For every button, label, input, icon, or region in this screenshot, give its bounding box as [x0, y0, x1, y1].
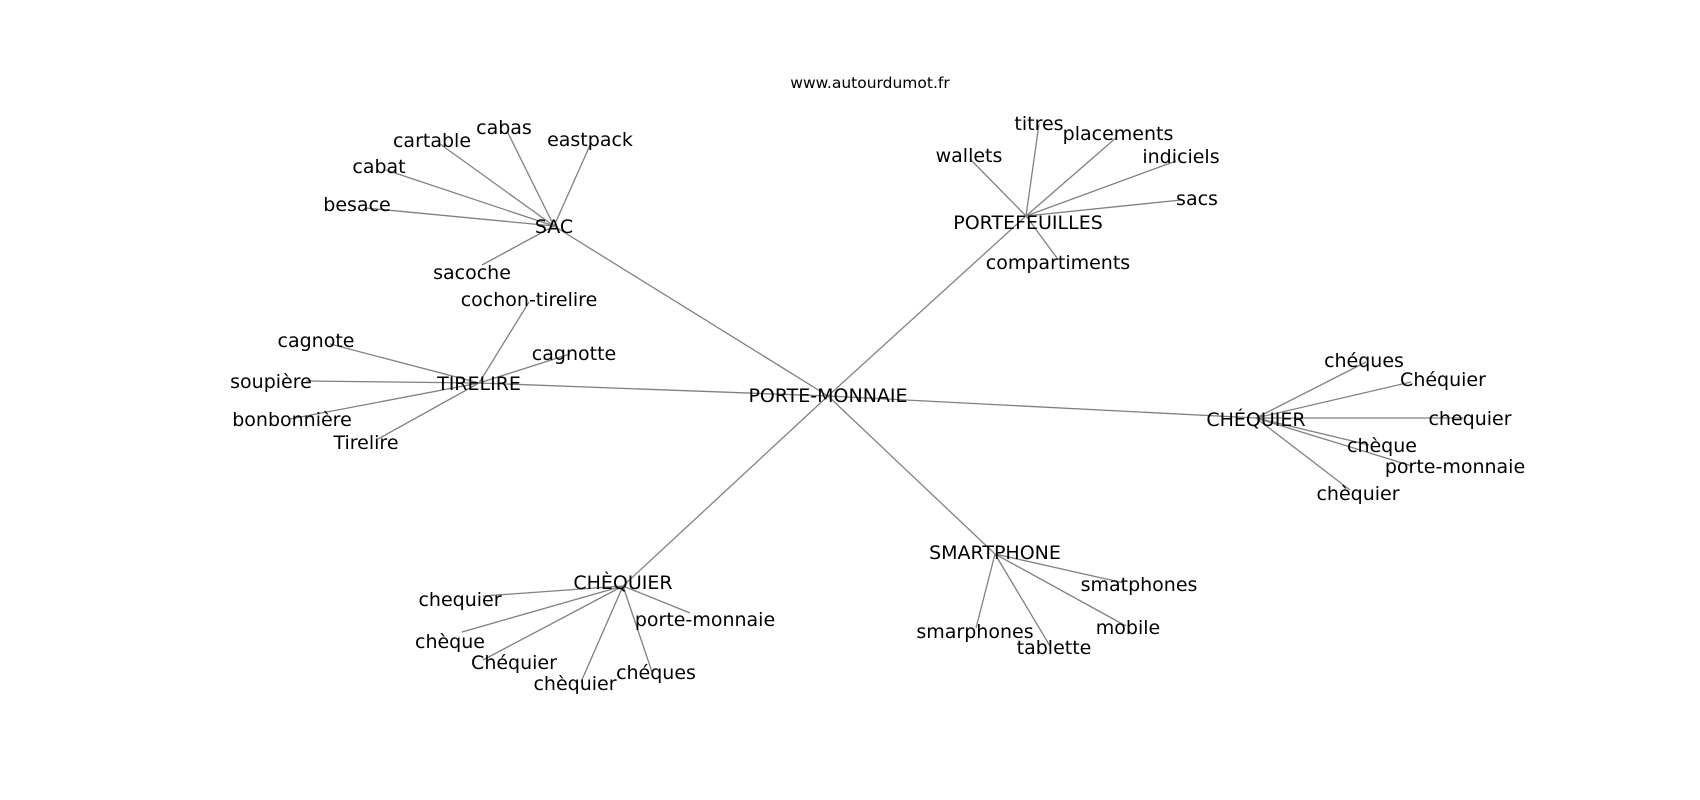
- edge-hub-to-leaf: [1255, 417, 1413, 467]
- edge-hub-to-leaf: [994, 553, 1127, 627]
- leaf-node-label: cagnote: [278, 330, 355, 352]
- hub-node-label: SMARTPHONE: [929, 542, 1061, 564]
- leaf-node-label: titres: [1014, 113, 1063, 135]
- leaf-node-label: eastpack: [547, 129, 633, 151]
- hub-node-label: PORTEFEUILLES: [953, 212, 1103, 234]
- edge-hub-to-leaf: [478, 301, 530, 384]
- hub-node-label: SAC: [535, 216, 573, 238]
- edge-hub-to-leaf: [329, 343, 480, 384]
- leaf-node-label: sacs: [1176, 188, 1218, 210]
- edge-hub-to-leaf: [377, 382, 480, 440]
- edge-hub-to-leaf: [969, 158, 1027, 217]
- edge-hub-to-leaf: [482, 585, 624, 597]
- leaf-node-label: cagnotte: [532, 343, 616, 365]
- edge-hub-to-leaf: [305, 380, 480, 384]
- edge-hub-to-leaf: [994, 553, 1125, 584]
- edge-center-to-hub: [827, 395, 996, 555]
- edge-hub-to-leaf: [1025, 199, 1182, 217]
- edge-hub-to-leaf: [580, 585, 624, 683]
- leaf-node-label: placements: [1063, 123, 1174, 145]
- leaf-node-label: porte-monnaie: [1385, 456, 1525, 478]
- hub-node-label: CHÈQUIER: [573, 571, 672, 594]
- leaf-node-label: wallets: [936, 145, 1003, 167]
- leaf-node-label: mobile: [1096, 617, 1160, 639]
- edge-hub-to-leaf: [1255, 361, 1367, 419]
- leaf-node-label: chéques: [616, 662, 696, 684]
- edge-hub-to-leaf: [1025, 215, 1058, 259]
- leaf-node-label: tablette: [1017, 637, 1092, 659]
- leaf-node-label: sacoche: [433, 262, 511, 284]
- edge-hub-to-leaf: [1025, 160, 1177, 217]
- edge-hub-to-leaf: [622, 585, 653, 673]
- edge-hub-to-leaf: [289, 382, 480, 420]
- leaf-node-label: compartiments: [986, 252, 1130, 274]
- leaf-node-label: chequier: [1428, 408, 1511, 430]
- edge-center-to-hub: [622, 395, 829, 587]
- edge-hub-to-leaf: [385, 169, 555, 227]
- leaf-node-label: Chéquier: [471, 652, 557, 674]
- edge-hub-to-leaf: [1255, 417, 1370, 446]
- leaf-node-label: chèque: [415, 631, 485, 653]
- edge-hub-to-leaf: [481, 225, 555, 266]
- edge-hub-to-leaf: [975, 553, 996, 629]
- edge-hub-to-leaf: [1025, 123, 1040, 217]
- edge-center-to-hub: [827, 215, 1027, 397]
- leaf-node-label: chèquier: [1316, 483, 1399, 505]
- leaf-node-label: chéques: [1324, 350, 1404, 372]
- leaf-node-label: cartable: [393, 130, 471, 152]
- hub-node-label: TIRELIRE: [436, 373, 521, 395]
- leaf-node-label: cochon-tirelire: [461, 289, 598, 311]
- leaf-node-label: besace: [323, 194, 390, 216]
- leaf-node-label: Tirelire: [332, 432, 398, 454]
- edge-hub-to-leaf: [506, 130, 555, 227]
- edge-hub-to-leaf: [461, 585, 624, 633]
- leaf-node-label: smarphones: [916, 621, 1033, 643]
- edge-center-to-hub: [478, 382, 829, 397]
- leaf-node-label: soupière: [230, 371, 312, 393]
- leaf-node-label: indiciels: [1142, 146, 1219, 168]
- leaf-node-label: cabas: [476, 117, 532, 139]
- leaf-node-label: cabat: [352, 156, 405, 178]
- edge-hub-to-leaf: [365, 207, 555, 227]
- edge-center-to-hub: [827, 395, 1257, 419]
- hub-node-label: CHÉQUIER: [1206, 408, 1305, 431]
- leaf-node-label: chèquier: [533, 673, 616, 695]
- edge-hub-to-leaf: [994, 553, 1051, 647]
- graph-edges: [289, 123, 1463, 683]
- edge-center-to-hub: [553, 225, 829, 397]
- leaf-node-label: chequier: [418, 589, 501, 611]
- leaf-node-label: porte-monnaie: [635, 609, 775, 631]
- edge-hub-to-leaf: [1255, 381, 1412, 419]
- edge-hub-to-leaf: [553, 142, 592, 227]
- edge-hub-to-leaf: [1255, 417, 1351, 491]
- source-credit: www.autourdumot.fr: [790, 74, 950, 92]
- edge-hub-to-leaf: [482, 585, 624, 661]
- edge-hub-to-leaf: [622, 585, 691, 614]
- leaf-node-label: chèque: [1347, 435, 1417, 457]
- leaf-node-label: bonbonnière: [232, 409, 352, 431]
- graph-labels: www.autourdumot.fr PORTE-MONNAIE cartabl…: [230, 74, 1525, 695]
- center-node-label: PORTE-MONNAIE: [748, 385, 907, 407]
- edge-hub-to-leaf: [1025, 136, 1118, 217]
- edge-hub-to-leaf: [439, 143, 555, 227]
- edge-hub-to-leaf: [478, 353, 571, 384]
- leaf-node-label: smatphones: [1081, 574, 1198, 596]
- leaf-node-label: Chéquier: [1400, 369, 1486, 391]
